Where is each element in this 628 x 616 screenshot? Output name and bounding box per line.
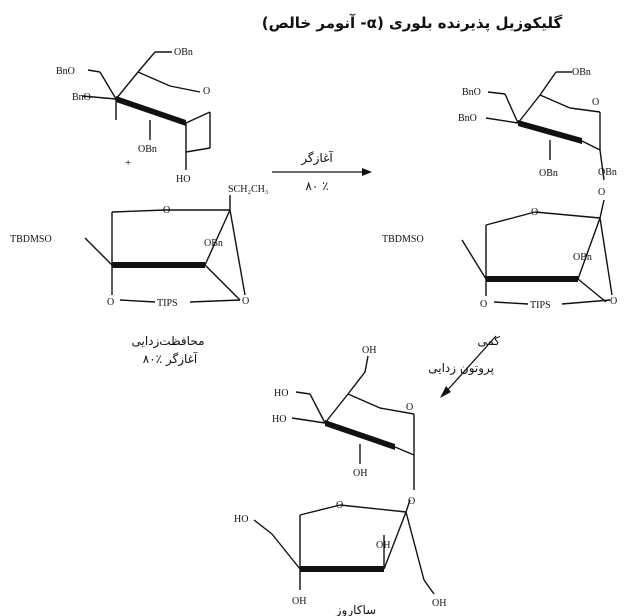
ring-oxygen-label: O [203, 86, 210, 97]
oxygen-label: O [107, 297, 114, 308]
tips-label: TIPS [157, 298, 178, 309]
bno-label: BnO [72, 92, 91, 103]
ho-label: HO [176, 174, 190, 185]
activator-yield-caption: آغازگر ٪۸۰ [143, 351, 198, 367]
ring-oxygen-label: O [163, 205, 170, 216]
oh-label: OH [362, 345, 376, 356]
activator-label: آغازگر [300, 150, 333, 166]
ho-label: HO [234, 514, 248, 525]
scheme-title: گلیکوزیل پذیرنده بلوری (α- آنومر خالص) [262, 14, 563, 33]
bno-label: BnO [56, 66, 75, 77]
oxygen-label: O [610, 296, 617, 307]
glycosidic-oxygen-label: O [408, 496, 415, 507]
ring-oxygen-label: O [336, 500, 343, 511]
product-name: ساکاروز [335, 603, 376, 616]
quantitative-label: کمی [477, 334, 500, 348]
bno-label: BnO [462, 87, 481, 98]
oxygen-label: O [242, 296, 249, 307]
oh-label: OH [376, 540, 390, 551]
protected-disaccharide: OBn BnO BnO O OBn OBn O TBDMSO O OBn O T… [382, 67, 617, 311]
obn-label: OBn [598, 167, 617, 178]
bno-label: BnO [458, 113, 477, 124]
ho-label: HO [274, 388, 288, 399]
oh-label: OH [353, 468, 367, 479]
ring-oxygen-label: O [531, 207, 538, 218]
tbdmso-label: TBDMSO [382, 234, 424, 245]
glycosidic-oxygen-label: O [598, 187, 605, 198]
sucrose-product: OH HO HO O OH O HO O OH OH OH ساکاروز [234, 345, 446, 616]
obn-label: OBn [572, 67, 591, 78]
ring-oxygen-label: O [406, 402, 413, 413]
pyranose-reactant: OBn BnO BnO O OBn HO [56, 47, 211, 185]
furanose-reactant: TBDMSO SCH₂CH₃ O OBn O TIPS O [10, 184, 268, 309]
tbdmso-label: TBDMSO [10, 234, 52, 245]
reaction-arrow: آغازگر ٪ ۸۰ [272, 150, 372, 193]
obn-label: OBn [539, 168, 558, 179]
ring-oxygen-label: O [592, 97, 599, 108]
yield-label: ٪ ۸۰ [305, 179, 328, 193]
deprotonation-label: پروتون زدایی [428, 361, 494, 376]
ho-label: HO [272, 414, 286, 425]
tips-label: TIPS [530, 300, 551, 311]
deprotection-arrow: کمی پروتون زدایی [428, 334, 500, 398]
plus-sign: + [125, 157, 131, 169]
deprotection-caption: محافظت‌زدایی [131, 334, 204, 349]
oxygen-label: O [480, 299, 487, 310]
obn-label: OBn [138, 144, 157, 155]
obn-label: OBn [174, 47, 193, 58]
obn-label: OBn [204, 238, 223, 249]
oh-label: OH [292, 596, 306, 607]
obn-label: OBn [573, 252, 592, 263]
oh-label: OH [432, 598, 446, 609]
sch2ch3-label: SCH₂CH₃ [228, 184, 268, 195]
